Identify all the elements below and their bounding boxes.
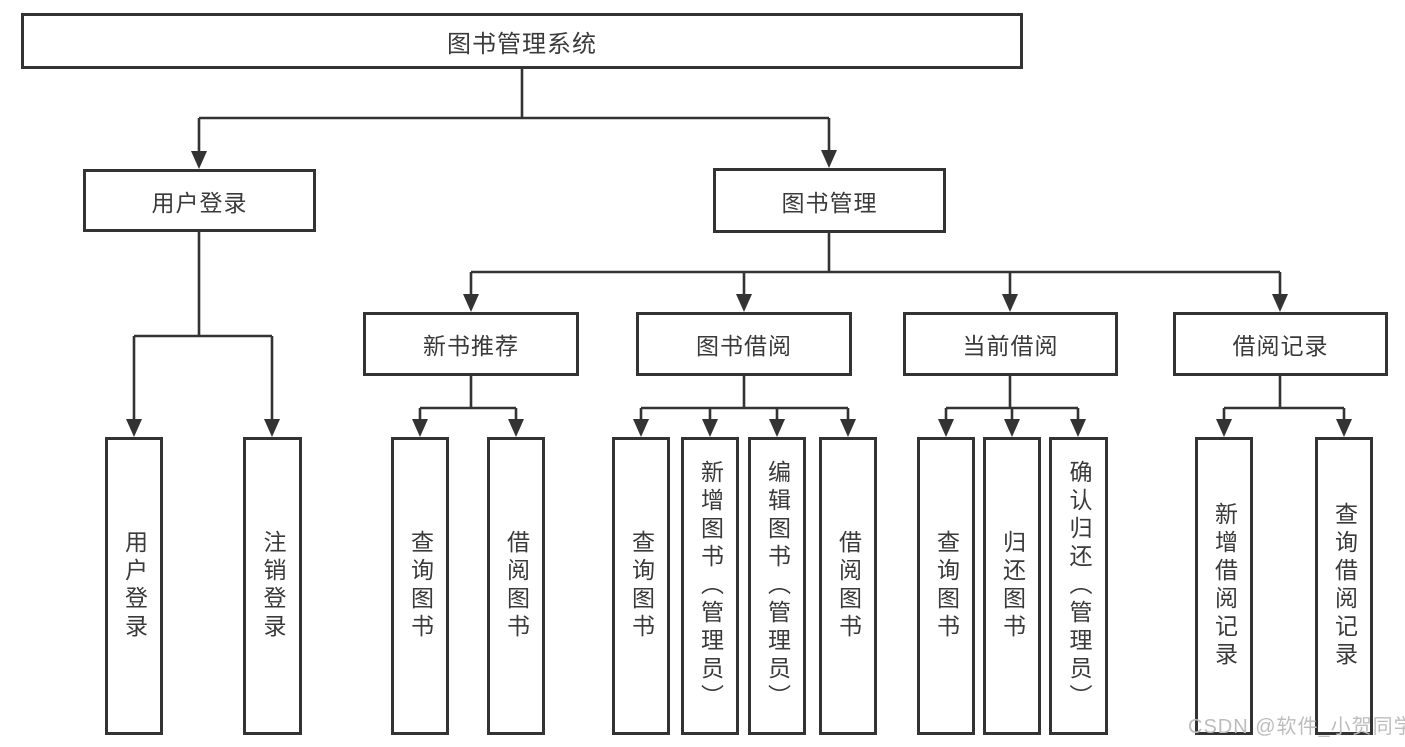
leaf-query-books-3: 查询图书 [917,437,975,735]
leaf-borrow-books-2: 借阅图书 [819,437,877,735]
node-current-borrow: 当前借阅 [903,312,1118,376]
csdn-watermark: CSDN @软件_小贺同学 [1188,716,1405,738]
leaf-return-books: 归还图书 [983,437,1041,735]
leaf-add-books-admin: 新增图书（管理员） [681,437,739,735]
leaf-confirm-return-admin: 确认归还（管理员） [1049,437,1108,735]
leaf-borrow-books-1: 借阅图书 [487,437,545,735]
leaf-query-borrow-record: 查询借阅记录 [1315,437,1373,735]
node-user-login: 用户登录 [83,169,316,232]
node-library-management-system: 图书管理系统 [21,13,1023,69]
connector-group [132,69,1346,420]
leaf-add-borrow-record: 新增借阅记录 [1195,437,1253,735]
node-book-management: 图书管理 [713,168,946,233]
leaf-query-books-2: 查询图书 [612,437,670,735]
node-book-borrow: 图书借阅 [636,312,852,376]
leaf-logout: 注销登录 [243,437,302,735]
arrowheads [126,150,1352,437]
node-new-book-recommend: 新书推荐 [363,312,579,376]
leaf-edit-books-admin: 编辑图书（管理员） [748,437,806,735]
leaf-query-books-1: 查询图书 [391,437,449,735]
leaf-user-login: 用户登录 [105,437,163,735]
node-borrow-record: 借阅记录 [1173,312,1388,376]
